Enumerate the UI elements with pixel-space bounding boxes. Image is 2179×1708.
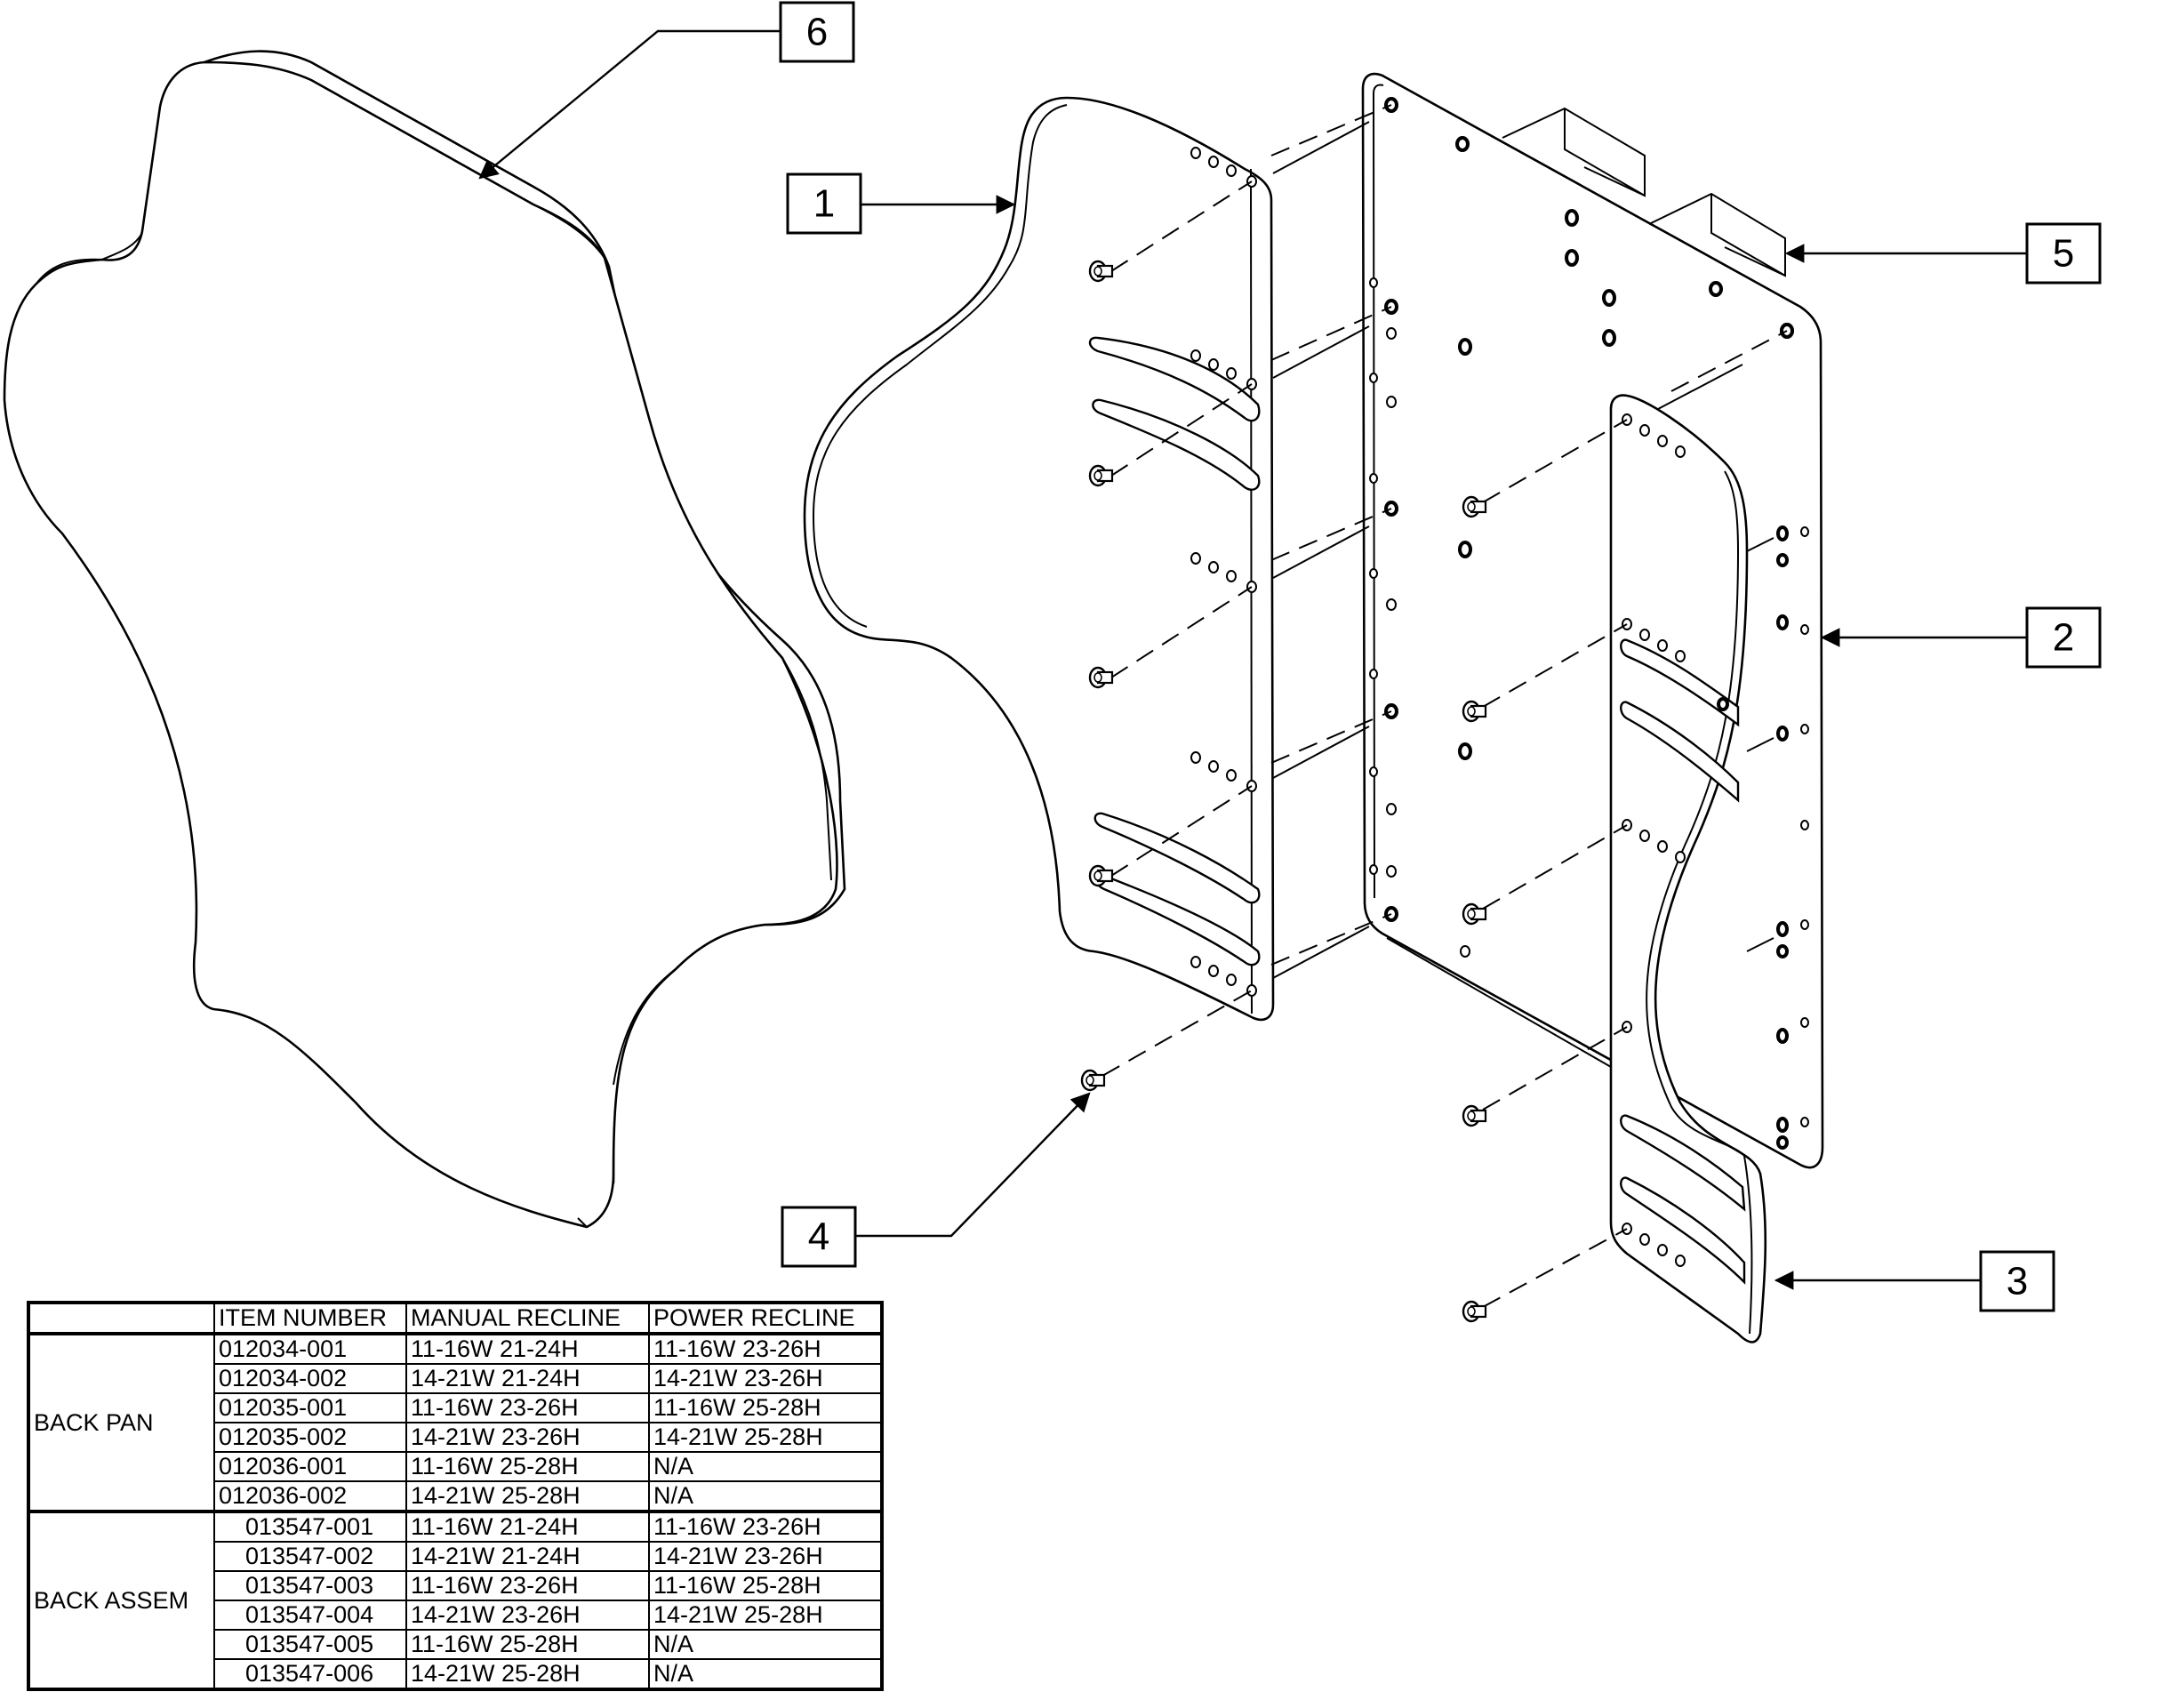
manual-recline: 11-16W 25-28H xyxy=(405,1451,650,1482)
item-number: 012036-002 xyxy=(213,1480,407,1512)
item-number: 013547-006 xyxy=(213,1658,407,1690)
table-header-row: ITEM NUMBER MANUAL RECLINE POWER RECLINE xyxy=(28,1302,883,1335)
table-row: 013547-003 11-16W 23-26H 11-16W 25-28H xyxy=(28,1570,883,1601)
group-label: BACK ASSEM xyxy=(28,1511,215,1690)
callout-3: 3 xyxy=(1979,1250,2055,1312)
callout-1: 1 xyxy=(786,172,862,235)
manual-recline: 14-21W 25-28H xyxy=(405,1658,650,1690)
table-row: 013547-004 14-21W 23-26H 14-21W 25-28H xyxy=(28,1600,883,1631)
callout-label: 3 xyxy=(2007,1260,2028,1303)
group-back-pan: BACK PAN 012034-001 11-16W 21-24H 11-16W… xyxy=(28,1333,883,1512)
parts-table: ITEM NUMBER MANUAL RECLINE POWER RECLINE… xyxy=(27,1301,884,1691)
manual-recline: 14-21W 23-26H xyxy=(405,1600,650,1631)
power-recline: N/A xyxy=(648,1451,883,1482)
item-number: 012034-002 xyxy=(213,1363,407,1394)
power-recline: 11-16W 25-28H xyxy=(648,1392,883,1423)
callout-label: 2 xyxy=(2053,616,2074,660)
manual-recline: 11-16W 21-24H xyxy=(405,1511,650,1543)
table-row: 012035-002 14-21W 23-26H 14-21W 25-28H xyxy=(28,1422,883,1453)
screw-dashed-paths xyxy=(1102,104,1788,1308)
manual-recline: 11-16W 25-28H xyxy=(405,1629,650,1660)
header-item-number: ITEM NUMBER xyxy=(213,1302,407,1335)
manual-recline: 14-21W 25-28H xyxy=(405,1480,650,1512)
power-recline: N/A xyxy=(648,1658,883,1690)
callout-label: 6 xyxy=(806,11,828,54)
callout-label: 1 xyxy=(813,182,835,226)
back-mounting-plate xyxy=(1361,72,1824,1169)
group-back-assem: BACK ASSEM 013547-001 11-16W 21-24H 11-1… xyxy=(28,1511,883,1690)
manual-recline: 14-21W 21-24H xyxy=(405,1363,650,1394)
back-cushion xyxy=(3,50,846,1229)
right-side-shell xyxy=(1609,394,1767,1343)
manual-recline: 14-21W 23-26H xyxy=(405,1422,650,1453)
item-number: 013547-003 xyxy=(213,1570,407,1601)
callout-6: 6 xyxy=(779,1,855,63)
item-number: 013547-002 xyxy=(213,1541,407,1572)
group-label: BACK PAN xyxy=(28,1333,215,1512)
callout-label: 5 xyxy=(2053,232,2074,276)
table-row: 012034-002 14-21W 21-24H 14-21W 23-26H xyxy=(28,1363,883,1394)
power-recline: N/A xyxy=(648,1480,883,1512)
item-number: 012036-001 xyxy=(213,1451,407,1482)
header-power-recline: POWER RECLINE xyxy=(648,1302,883,1335)
power-recline: 11-16W 23-26H xyxy=(648,1511,883,1543)
table-row: 012036-001 11-16W 25-28H N/A xyxy=(28,1451,883,1482)
callout-label: 4 xyxy=(808,1215,829,1259)
assembly-connection-lines xyxy=(1272,121,1774,1068)
power-recline: N/A xyxy=(648,1629,883,1660)
table-row: 012036-002 14-21W 25-28H N/A xyxy=(28,1480,883,1512)
left-side-shell xyxy=(803,96,1275,1022)
manual-recline: 11-16W 21-24H xyxy=(405,1333,650,1365)
table-row: BACK PAN 012034-001 11-16W 21-24H 11-16W… xyxy=(28,1333,883,1512)
header-blank xyxy=(28,1302,215,1335)
power-recline: 11-16W 25-28H xyxy=(648,1570,883,1601)
item-number: 012034-001 xyxy=(213,1333,407,1365)
power-recline: 14-21W 23-26H xyxy=(648,1541,883,1572)
power-recline: 14-21W 25-28H xyxy=(648,1422,883,1453)
table-row: 013547-006 14-21W 25-28H N/A xyxy=(28,1658,883,1690)
item-number: 012035-001 xyxy=(213,1392,407,1423)
power-recline: 11-16W 23-26H xyxy=(648,1333,883,1365)
power-recline: 14-21W 25-28H xyxy=(648,1600,883,1631)
manual-recline: 11-16W 23-26H xyxy=(405,1570,650,1601)
shell-holes-left xyxy=(1190,147,1257,997)
table-row: BACK ASSEM 013547-001 11-16W 21-24H 11-1… xyxy=(28,1511,883,1690)
item-number: 013547-004 xyxy=(213,1600,407,1631)
table-row: 012035-001 11-16W 23-26H 11-16W 25-28H xyxy=(28,1392,883,1423)
manual-recline: 14-21W 21-24H xyxy=(405,1541,650,1572)
table-row: 013547-002 14-21W 21-24H 14-21W 23-26H xyxy=(28,1541,883,1572)
callout-leaders xyxy=(478,29,2027,1290)
item-number: 012035-002 xyxy=(213,1422,407,1453)
mounting-brackets xyxy=(1502,107,1786,277)
item-number: 013547-005 xyxy=(213,1629,407,1660)
callout-5: 5 xyxy=(2025,222,2102,285)
item-number: 013547-001 xyxy=(213,1511,407,1543)
callout-4: 4 xyxy=(781,1206,857,1268)
manual-recline: 11-16W 23-26H xyxy=(405,1392,650,1423)
power-recline: 14-21W 23-26H xyxy=(648,1363,883,1394)
table-row: 013547-005 11-16W 25-28H N/A xyxy=(28,1629,883,1660)
callout-2: 2 xyxy=(2025,606,2102,669)
header-manual-recline: MANUAL RECLINE xyxy=(405,1302,650,1335)
